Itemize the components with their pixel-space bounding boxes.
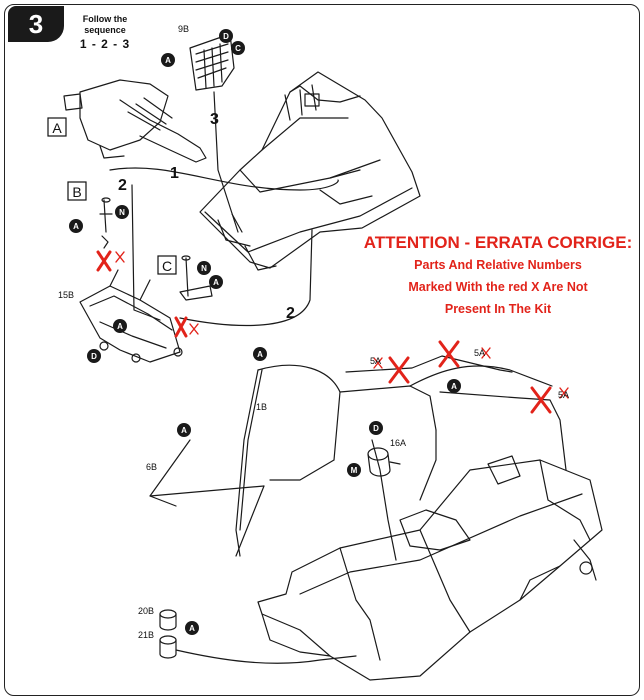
step-number-badge: 3 <box>8 6 64 42</box>
sequence-number-1: 1 <box>170 165 179 182</box>
callout-d: D <box>91 352 97 361</box>
sequence-arrow-2b <box>179 229 313 327</box>
sequence-number-2-lower: 2 <box>286 305 295 322</box>
callout-a: A <box>73 222 79 231</box>
box-a <box>47 117 67 137</box>
missing-parts-marks <box>96 250 552 414</box>
part-label-15b: 15B <box>58 290 74 300</box>
errata-line-2: Parts And Relative Numbers <box>414 258 582 272</box>
part-16a-drawing <box>367 447 401 477</box>
missing-part-x-b <box>96 250 112 272</box>
part-label-5a-3: 5A <box>558 390 569 400</box>
part-label-9b: 9B <box>178 24 189 34</box>
box-c <box>157 255 177 275</box>
sequence-line2: sequence <box>84 25 126 35</box>
callout-a: A <box>213 278 219 287</box>
part-label-21b: 21B <box>138 630 154 640</box>
sequence-note: Follow the sequence 1 - 2 - 3 <box>70 14 140 50</box>
errata-title: ATTENTION - ERRATA CORRIGE: <box>363 233 633 252</box>
part-c-drawing <box>179 255 213 301</box>
part-label-6b: 6B <box>146 462 157 472</box>
subassembly-label-b: B <box>72 184 81 200</box>
subframe-15b-drawing <box>79 269 183 363</box>
errata-line-4: Present In The Kit <box>444 302 552 316</box>
callout-n: N <box>201 264 207 273</box>
small-x-marks <box>115 251 569 399</box>
missing-part-x-5a-1 <box>388 356 410 384</box>
sequence-arrow-1 <box>109 167 339 191</box>
sequence-line1: Follow the <box>82 14 128 24</box>
errata-notice: ATTENTION - ERRATA CORRIGE: Parts And Re… <box>362 232 634 320</box>
subassembly-label-c: C <box>162 258 172 274</box>
box-b <box>67 181 87 201</box>
sequence-number-2-upper: 2 <box>118 177 127 194</box>
subassembly-label-a: A <box>52 120 62 136</box>
callout-d: D <box>373 424 379 433</box>
part-label-5a-2: 5A <box>474 348 485 358</box>
callout-a: A <box>451 382 457 391</box>
callout-a: A <box>257 350 263 359</box>
callout-m: M <box>351 466 358 475</box>
part-label-1b: 1B <box>256 402 267 412</box>
part-label-5a-1: 5A <box>370 356 381 366</box>
callout-c: C <box>235 44 241 53</box>
callout-d: D <box>223 32 229 41</box>
callout-a: A <box>165 56 171 65</box>
errata-line-3: Marked With the red X Are Not <box>408 280 588 294</box>
sequence-number-3: 3 <box>210 111 219 128</box>
part-label-20b: 20B <box>138 606 154 616</box>
callout-a: A <box>189 624 195 633</box>
callout-n: N <box>119 208 125 217</box>
engine-block-drawing <box>63 79 207 163</box>
missing-part-x-c <box>174 316 188 338</box>
callout-a: A <box>117 322 123 331</box>
chassis-floor-drawing <box>257 439 603 681</box>
callout-a: A <box>181 426 187 435</box>
callouts: A D C A N N A A D A A A D M A <box>69 29 461 635</box>
missing-part-x-5a-2 <box>438 340 460 368</box>
sequence-arrow-2a <box>131 184 161 321</box>
roll-cage-drawing <box>149 355 567 557</box>
sequence-numbers: 1 - 2 - 3 <box>79 37 131 51</box>
part-label-16a: 16A <box>390 438 406 448</box>
instruction-frame <box>4 4 640 696</box>
part-b-drawing <box>99 197 113 249</box>
sequence-arrow-3 <box>213 91 239 233</box>
parts-20b-21b-drawing <box>159 609 357 664</box>
missing-part-x-5a-3 <box>530 386 552 414</box>
